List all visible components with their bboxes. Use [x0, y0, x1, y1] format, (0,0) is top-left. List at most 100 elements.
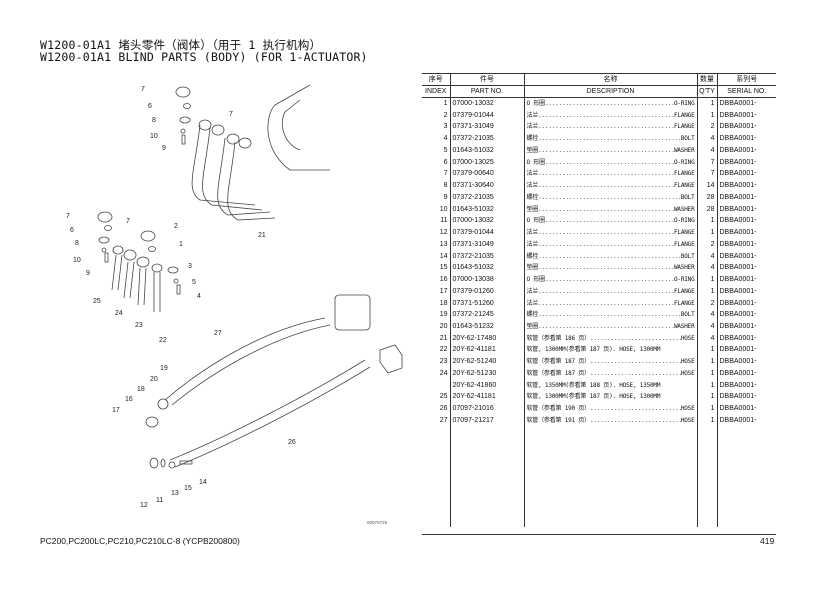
cell-part-number: 01643-51032: [449, 203, 525, 216]
description-cn: 垫圈: [526, 264, 539, 272]
cell-index: 11: [422, 215, 451, 228]
cell-part-number: 07371-30640: [449, 180, 525, 192]
cell-serial: DBBA0001-: [716, 227, 776, 239]
description-cn: 软管（参看第 190 页）: [526, 405, 591, 413]
cell-quantity: 1: [696, 356, 718, 368]
column-header-index-cn: 序号: [422, 73, 451, 86]
cell-description: 法兰......................................…: [523, 227, 698, 239]
cell-part-number: 07371-51260: [449, 297, 525, 310]
cell-quantity: 28: [696, 203, 718, 216]
exploded-parts-diagram: 7681097217681097213542524232227192018161…: [66, 84, 403, 525]
description-en: FLANGE: [674, 287, 695, 295]
cell-index: 20: [422, 320, 451, 333]
cell-description: 软管, 1350MM(参看第 188 页). HOSE, 1350MM: [523, 379, 698, 392]
hose-21e: [267, 84, 330, 171]
cell-part-number: 07372-21035: [449, 250, 525, 263]
leader-dots: ........................................…: [538, 264, 674, 272]
cell-quantity: 2: [696, 121, 718, 134]
cell-quantity: 4: [696, 309, 718, 321]
description-en: FLANGE: [674, 111, 695, 119]
hose-21f: [281, 99, 301, 151]
cell-description: 法兰......................................…: [523, 109, 698, 122]
leader-dots: ........................................…: [589, 358, 681, 366]
leader-dots: ........................................…: [538, 252, 681, 260]
description-en: HOSE: [680, 416, 695, 424]
cell-serial: DBBA0001-: [716, 356, 776, 368]
cell-part-number: 01643-51032: [449, 144, 525, 157]
cell-serial: DBBA0001-: [716, 215, 776, 228]
description-cn: O 形圈: [526, 217, 546, 225]
cell-description: 垫圈......................................…: [523, 203, 698, 216]
callout-label: 24: [115, 310, 123, 317]
description-en: HOSE: [680, 405, 695, 413]
description-cn: 软管, 1300MM(参看第 187 页). HOSE, 1300MM: [526, 346, 661, 354]
description-cn: 法兰: [526, 229, 539, 237]
description-en: BOLT: [680, 193, 695, 201]
leader-dots: ........................................…: [589, 416, 681, 424]
description-en: BOLT: [680, 135, 695, 143]
column-header-qty: Q'TY: [696, 85, 718, 98]
cell-serial: DBBA0001-: [716, 367, 776, 380]
leader-dots: ........................................…: [538, 182, 674, 190]
leader-dots: ........................................…: [538, 146, 674, 154]
description-cn: 法兰: [526, 111, 539, 119]
callout-label: 19: [160, 365, 168, 372]
cell-index: 9: [422, 191, 451, 204]
description-cn: O 形圈: [526, 100, 546, 108]
cell-description: 螺栓......................................…: [523, 309, 698, 321]
cell-description: 法兰......................................…: [523, 168, 698, 181]
cell-index: 8: [422, 180, 451, 192]
cell-serial: DBBA0001-: [716, 414, 776, 427]
description-en: FLANGE: [674, 229, 695, 237]
cell-description: 法兰......................................…: [523, 121, 698, 134]
description-cn: 软管（参看第 187 页）: [526, 358, 591, 366]
cell-serial: DBBA0001-: [716, 250, 776, 263]
description-cn: O 形圈: [526, 276, 546, 284]
cell-serial: DBBA0001-: [716, 191, 776, 204]
cell-quantity: 4: [696, 320, 718, 333]
leader-dots: ........................................…: [538, 229, 674, 237]
cell-part-number: 20Y-62-17480: [449, 332, 525, 345]
cell-serial: DBBA0001-: [716, 262, 776, 275]
leader-dots: ........................................…: [538, 287, 674, 295]
cell-part-number: 20Y-62-41860: [449, 379, 525, 392]
leader-dots: ........................................…: [538, 193, 681, 201]
callout-label: 8: [152, 117, 156, 124]
cell-quantity: 1: [696, 109, 718, 122]
cell-part-number: 07371-31049: [449, 238, 525, 251]
cell-serial: DBBA0001-: [716, 285, 776, 298]
cell-part-number: 07379-00640: [449, 168, 525, 181]
page-number: 419: [760, 536, 775, 546]
description-en: HOSE: [680, 369, 695, 377]
cell-part-number: 07000-13025: [449, 156, 525, 169]
cell-index: 2: [422, 109, 451, 122]
cell-index: 4: [422, 133, 451, 145]
callout-label: 7: [126, 218, 130, 225]
description-cn: 法兰: [526, 287, 539, 295]
cell-part-number: 07372-21035: [449, 191, 525, 204]
cell-index: 10: [422, 203, 451, 216]
callout-label: 22: [159, 337, 167, 344]
leader-dots: ........................................…: [544, 276, 674, 284]
hose-21c: [217, 137, 271, 216]
hose-21a: [191, 124, 256, 206]
description-cn: 软管, 1300MM(参看第 187 页). HOSE, 1300MM: [526, 393, 661, 401]
cell-index: 21: [422, 332, 451, 345]
cell-serial: DBBA0001-: [716, 403, 776, 415]
cell-quantity: 1: [696, 97, 718, 110]
cell-quantity: 1: [696, 367, 718, 380]
cell-index: 13: [422, 238, 451, 251]
page-title-chinese: W1200-01A1 堵头零件（阀体）（用于 1 执行机构）: [40, 38, 322, 52]
description-cn: 软管（参看第 187 页）: [526, 369, 591, 377]
